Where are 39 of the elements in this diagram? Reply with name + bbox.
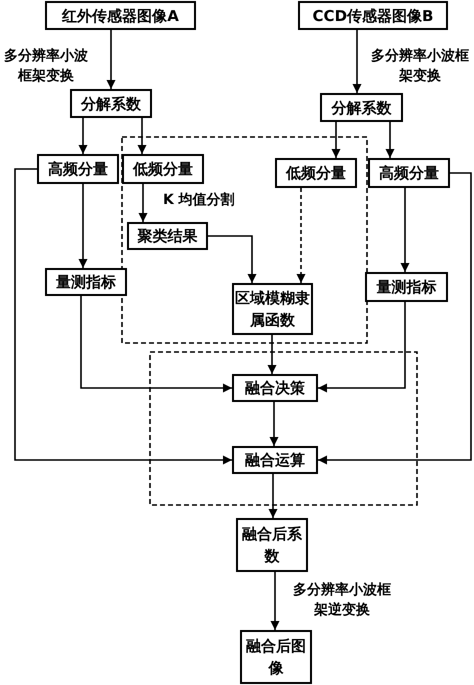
arrow <box>270 572 280 630</box>
arrow <box>270 402 278 446</box>
arrow <box>78 184 88 268</box>
arrow <box>318 172 472 464</box>
arrow <box>78 118 88 154</box>
process-box: 量测指标 <box>45 268 127 296</box>
edge-label: 多分辨率小波框架变换 <box>370 46 470 86</box>
process-box: 融合后图像 <box>240 630 312 684</box>
arrow <box>400 188 410 272</box>
process-box: 分解系数 <box>70 89 152 118</box>
process-box: 融合决策 <box>232 374 318 402</box>
arrow <box>268 335 276 374</box>
process-box: 量测指标 <box>365 272 448 302</box>
process-box: 融合运算 <box>232 446 318 474</box>
edge-label: K 均值分割 <box>163 191 236 210</box>
process-box: 融合后系数 <box>236 518 308 572</box>
process-box: 分解系数 <box>320 93 403 122</box>
process-box: 高频分量 <box>37 154 119 184</box>
arrow <box>14 168 232 464</box>
process-box: 高频分量 <box>368 158 450 188</box>
arrow <box>268 474 278 518</box>
process-box: 红外传感器图像A <box>45 1 196 30</box>
process-box: 聚类结果 <box>127 222 208 250</box>
process-box: 低频分量 <box>275 158 357 188</box>
arrow <box>352 30 362 93</box>
dashed-arrow <box>296 188 306 283</box>
process-box: 区域模糊隶属函数 <box>232 283 313 335</box>
arrow <box>80 296 232 392</box>
arrow <box>138 118 146 154</box>
arrow <box>208 235 256 283</box>
arrow <box>332 122 340 158</box>
arrow <box>106 30 116 89</box>
edge-label: 多分辨率小波框架逆变换 <box>292 580 392 620</box>
arrow <box>138 184 148 222</box>
arrow <box>386 122 394 158</box>
process-box: 低频分量 <box>122 154 204 184</box>
edge-label: 多分辨率小波框架变换 <box>3 46 89 86</box>
arrow <box>318 302 406 392</box>
process-box: CCD传感器图像B <box>298 1 448 30</box>
